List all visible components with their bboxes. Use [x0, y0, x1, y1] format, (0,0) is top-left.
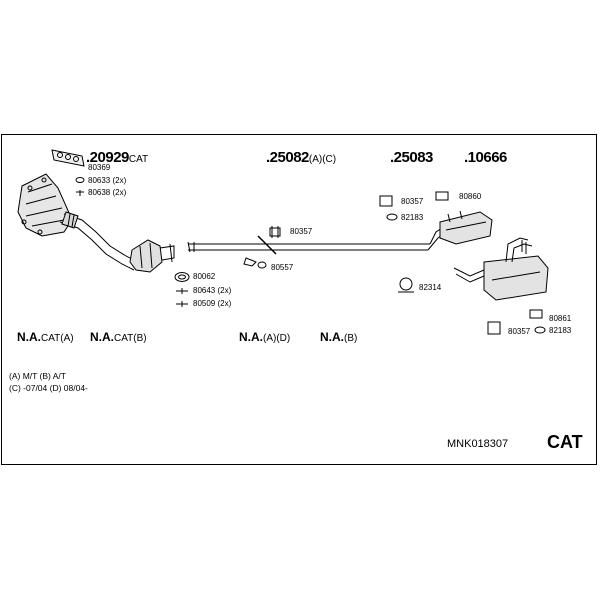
gasket-clamp-drawing — [174, 272, 190, 307]
na-label-cat-a: N.A.CAT(A) — [17, 330, 74, 344]
part-label-80357-middle: 80357 — [401, 197, 424, 206]
part-label-80861: 80861 — [549, 314, 572, 323]
diagram-frame — [1, 134, 597, 465]
legend-line-1: (A) M/T (B) A/T — [9, 371, 66, 381]
exhaust-manifold-drawing — [17, 173, 73, 237]
na-label-cat-b: N.A.CAT(B) — [90, 330, 147, 344]
part-label-80633: 80633 (2x) — [88, 176, 127, 185]
part-label-80369: 80369 — [88, 163, 111, 172]
part-label-80357-rear: 80357 — [508, 327, 531, 336]
na-label-a-d: N.A.(A)(D) — [239, 330, 291, 344]
center-pipe-drawing — [187, 227, 447, 255]
part-label-80643: 80643 (2x) — [193, 286, 232, 295]
hanger-drawing — [269, 226, 281, 238]
rear-silencer-drawing — [453, 237, 549, 301]
middle-silencer-drawing — [439, 210, 493, 245]
part-label-80638: 80638 (2x) — [88, 188, 127, 197]
part-label-80509: 80509 (2x) — [193, 299, 232, 308]
nuts-bolts-drawing — [75, 177, 85, 196]
part-number-25083: .25083 — [390, 149, 433, 166]
part-number-10666: .10666 — [464, 149, 507, 166]
legend-line-2: (C) -07/04 (D) 08/04- — [9, 383, 88, 393]
kit-type-label: CAT — [547, 432, 583, 452]
front-pipe-drawing — [59, 211, 139, 271]
rubber-hanger-drawing — [398, 277, 414, 293]
part-label-80557: 80557 — [271, 263, 294, 272]
part-label-82314: 82314 — [419, 283, 442, 292]
hanger-drawing-2 — [379, 191, 449, 221]
part-label-80062: 80062 — [193, 272, 216, 281]
part-label-80357-center: 80357 — [290, 227, 313, 236]
part-label-82183-middle: 82183 — [401, 213, 424, 222]
clamp-drawing — [243, 257, 267, 269]
rear-hanger-drawing — [487, 309, 546, 335]
part-number-20929: .20929CAT — [86, 149, 149, 166]
manifold-gasket-drawing — [51, 149, 85, 167]
kit-code: MNK018307 — [447, 438, 509, 450]
na-label-b: N.A.(B) — [320, 330, 358, 344]
part-number-25082: .25082(A)(C) — [266, 149, 337, 166]
part-label-80860: 80860 — [459, 192, 482, 201]
part-label-82183-rear: 82183 — [549, 326, 572, 335]
catalytic-converter-drawing — [129, 239, 175, 273]
